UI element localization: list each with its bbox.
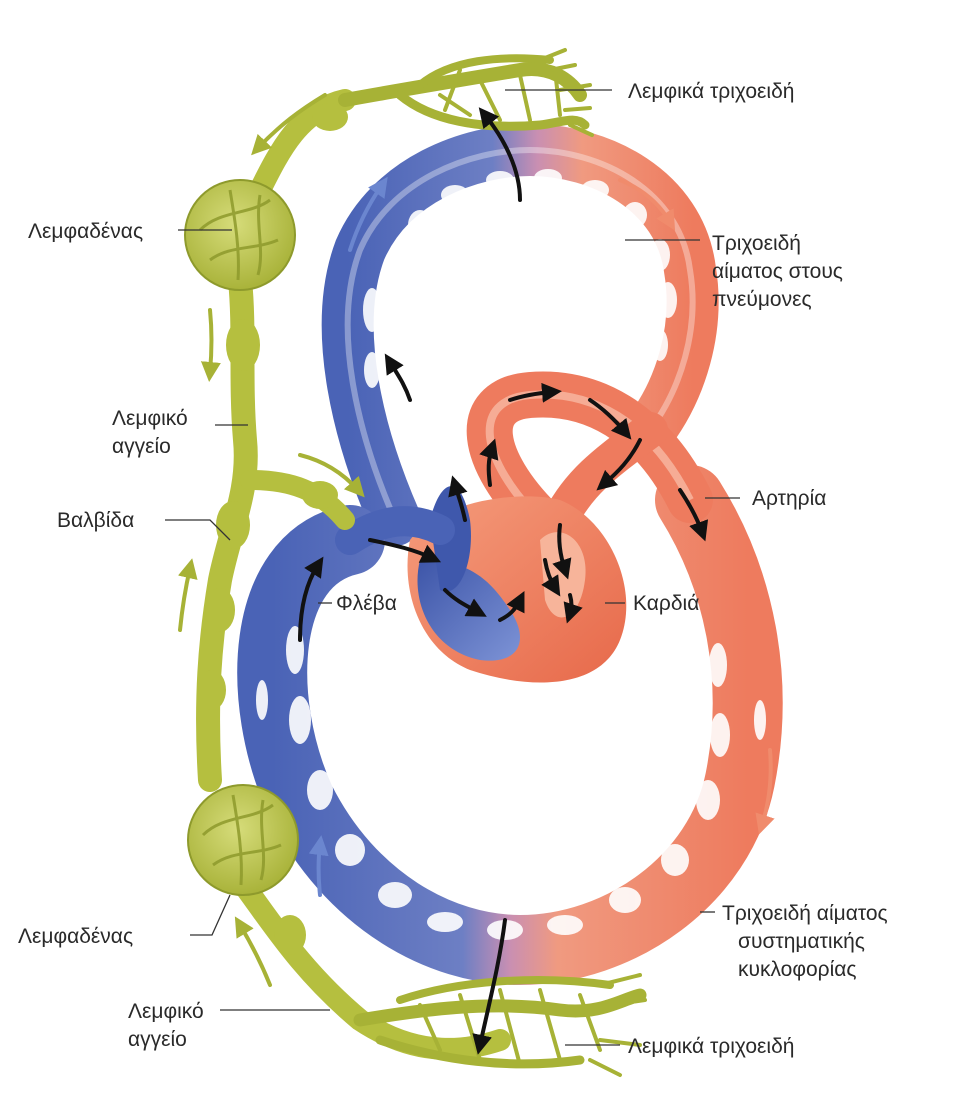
lymphatic-system bbox=[184, 48, 647, 1077]
systemic-capillary-network bbox=[237, 465, 783, 986]
label-lymph-vessel-bottom-2: αγγείο bbox=[128, 1028, 187, 1051]
labels: Λεμφικά τριχοειδή Λεμφαδένας Τριχοειδή α… bbox=[18, 80, 888, 1058]
lymph-capillaries-bottom bbox=[353, 973, 647, 1077]
vein-flow-arrows bbox=[308, 176, 388, 897]
label-vein: Φλέβα bbox=[336, 592, 397, 615]
label-systemic-capillaries-2: συστηματικής bbox=[738, 930, 865, 953]
label-systemic-capillaries-1: Τριχοειδή αίματος bbox=[722, 902, 888, 925]
label-lymph-capillaries-top: Λεμφικά τριχοειδή bbox=[628, 80, 794, 103]
lymph-capillaries-top bbox=[338, 48, 594, 137]
label-lymph-capillaries-bottom: Λεμφικά τριχοειδή bbox=[628, 1035, 794, 1058]
label-lymph-vessel-top-2: αγγείο bbox=[112, 435, 171, 458]
label-lymph-vessel-bottom-1: Λεμφικό bbox=[128, 1000, 204, 1023]
label-valve: Βαλβίδα bbox=[57, 509, 134, 532]
blood-flow-arrows bbox=[298, 107, 709, 1055]
label-lymph-node-bottom: Λεμφαδένας bbox=[18, 925, 133, 948]
lymph-node-bottom bbox=[187, 784, 299, 896]
label-lymph-node-top: Λεμφαδένας bbox=[28, 220, 143, 243]
label-lymph-vessel-top-1: Λεμφικό bbox=[112, 407, 188, 430]
label-lung-capillaries-3: πνεύμονες bbox=[712, 288, 812, 311]
label-artery: Αρτηρία bbox=[752, 487, 826, 510]
lymph-node-top bbox=[184, 179, 296, 291]
lymph-flow-arrows bbox=[178, 93, 365, 987]
label-systemic-capillaries-3: κυκλοφορίας bbox=[738, 958, 857, 981]
leader-lines bbox=[165, 89, 740, 1046]
heart bbox=[335, 486, 627, 683]
artery-flow-arrows bbox=[618, 178, 775, 835]
label-lung-capillaries-2: αίματος στους bbox=[712, 260, 843, 283]
label-heart: Καρδιά bbox=[633, 592, 699, 615]
lung-capillary-network bbox=[321, 123, 719, 546]
label-lung-capillaries-1: Τριχοειδή bbox=[712, 232, 801, 255]
